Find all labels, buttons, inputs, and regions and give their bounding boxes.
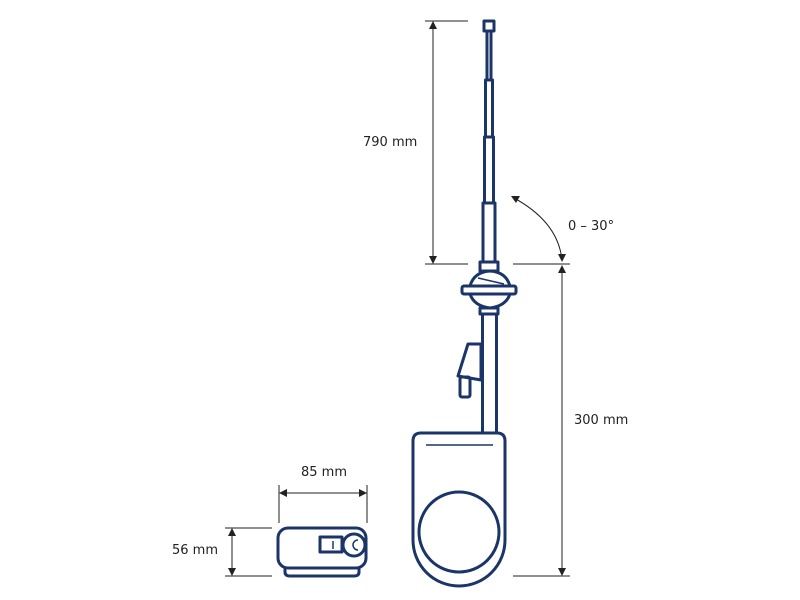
dimension-angle bbox=[511, 196, 566, 262]
arrowhead bbox=[558, 265, 566, 273]
label-module-width: 85 mm bbox=[301, 465, 348, 480]
module-base bbox=[283, 568, 361, 578]
dimension-300 bbox=[513, 263, 570, 577]
antenna-segment bbox=[483, 135, 495, 205]
arrowhead bbox=[228, 528, 236, 536]
arrowhead bbox=[511, 196, 520, 203]
ball-joint bbox=[468, 269, 512, 310]
antenna-segment bbox=[481, 201, 497, 264]
arrowhead bbox=[359, 489, 367, 497]
label-antenna-length: 790 mm bbox=[363, 135, 418, 150]
housing-circle bbox=[417, 490, 501, 574]
arrowhead bbox=[279, 489, 287, 497]
dimension-56 bbox=[225, 527, 272, 577]
arrowhead bbox=[429, 256, 437, 264]
dimension-790 bbox=[425, 20, 468, 265]
module-switch bbox=[318, 535, 344, 554]
angle-arc bbox=[513, 197, 563, 261]
plug-tip bbox=[458, 375, 472, 399]
antenna bbox=[411, 19, 518, 588]
arrowhead bbox=[429, 21, 437, 29]
control-module bbox=[276, 526, 368, 578]
label-module-height: 56 mm bbox=[172, 543, 219, 558]
label-base-height: 300 mm bbox=[574, 413, 629, 428]
ball-joint-line bbox=[477, 277, 505, 285]
knob-mark bbox=[352, 539, 359, 551]
cable-plug bbox=[456, 342, 483, 382]
arrowhead bbox=[228, 568, 236, 576]
antenna-segment bbox=[484, 78, 494, 139]
antenna-shaft bbox=[481, 312, 498, 435]
ball-flange bbox=[460, 284, 518, 296]
label-tilt-angle: 0 – 30° bbox=[568, 219, 615, 234]
motor-housing bbox=[411, 431, 507, 588]
arrowhead bbox=[558, 254, 566, 262]
arrowhead bbox=[558, 568, 566, 576]
antenna-segment bbox=[485, 29, 493, 82]
module-knob bbox=[341, 532, 367, 558]
dimension-85 bbox=[278, 485, 368, 523]
